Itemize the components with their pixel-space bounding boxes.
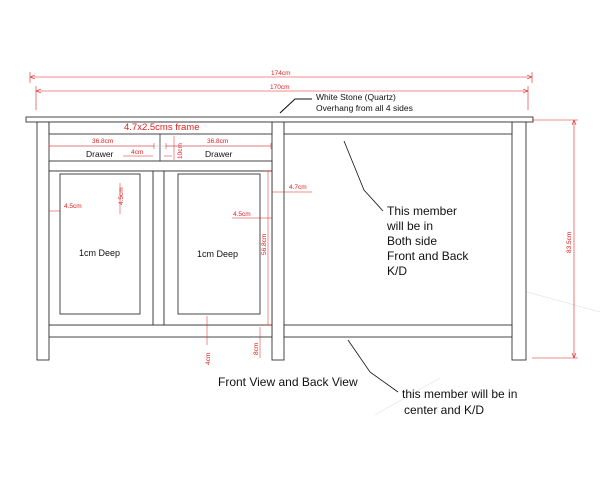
left-door-panel bbox=[59, 173, 141, 315]
door-panels bbox=[48, 170, 273, 326]
drawer-bottom-rail bbox=[48, 160, 273, 172]
drawer-right-width-label: 36.8cm bbox=[207, 138, 228, 145]
drawer-left-label: Drawer bbox=[86, 149, 114, 159]
overall-height-dimension bbox=[532, 119, 578, 359]
bottom-rail-right-label: 8cm bbox=[253, 343, 260, 355]
view-title: Front View and Back View bbox=[218, 375, 358, 389]
center-member-line-1: this member will be in bbox=[402, 387, 517, 401]
overall-width-label: 174cm bbox=[271, 70, 291, 77]
center-stile bbox=[152, 170, 165, 326]
frame-spec-label: 4.7x2.5cms frame bbox=[124, 122, 200, 133]
right-door-panel bbox=[177, 173, 261, 315]
panel-margin-left-label: 4.5cm bbox=[64, 203, 82, 210]
center-member-leader bbox=[347, 339, 399, 393]
drawer-gap-label: 4cm bbox=[131, 149, 143, 156]
quartz-top-slab bbox=[25, 116, 534, 123]
side-member-leader bbox=[343, 140, 384, 212]
left-panel-depth-label: 1cm Deep bbox=[79, 248, 120, 258]
side-member-line-4: Front and Back bbox=[387, 249, 469, 263]
side-member-line-2: will be in bbox=[386, 219, 433, 233]
side-member-note: This member will be in Both side Front a… bbox=[386, 204, 469, 278]
top-rail-right bbox=[283, 121, 513, 135]
left-leg bbox=[36, 121, 50, 361]
overall-height-label: 83.5cm bbox=[566, 232, 573, 253]
drawer-width-dims bbox=[48, 136, 272, 160]
inner-width-label: 170cm bbox=[270, 84, 290, 91]
drawer-height-label: 10cm bbox=[177, 143, 184, 159]
top-material-note: White Stone (Quartz) bbox=[316, 92, 396, 102]
overall-width-dimension bbox=[29, 72, 533, 110]
top-rail-left bbox=[48, 121, 273, 135]
right-leg bbox=[511, 121, 527, 361]
top-overhang-note: Overhang from all 4 sides bbox=[316, 103, 413, 113]
middle-post bbox=[271, 121, 285, 361]
construction-lines bbox=[374, 289, 600, 416]
side-member-line-1: This member bbox=[387, 204, 457, 218]
door-height-label: 56.8cm bbox=[261, 234, 268, 255]
side-member-line-5: K/D bbox=[387, 264, 407, 278]
right-panel-depth-label: 1cm Deep bbox=[197, 249, 238, 259]
bottom-rail-label: 4cm bbox=[205, 353, 212, 365]
side-post-label: 4.7cm bbox=[289, 184, 307, 191]
panel-margin-right-label: 4.5cm bbox=[233, 211, 251, 218]
side-member-line-3: Both side bbox=[387, 234, 437, 248]
bottom-rail-left bbox=[48, 324, 273, 338]
center-member-line-2: center and K/D bbox=[404, 403, 484, 417]
drawer-right-label: Drawer bbox=[205, 149, 233, 159]
cabinet-body bbox=[25, 116, 534, 361]
drawer-left-width-label: 36.8cm bbox=[92, 138, 113, 145]
bottom-rail-right bbox=[283, 324, 513, 338]
panel-margin-top-label: 4.5cm bbox=[118, 187, 125, 205]
top-note-leader bbox=[279, 98, 312, 114]
panel-margin-dims bbox=[49, 170, 272, 358]
